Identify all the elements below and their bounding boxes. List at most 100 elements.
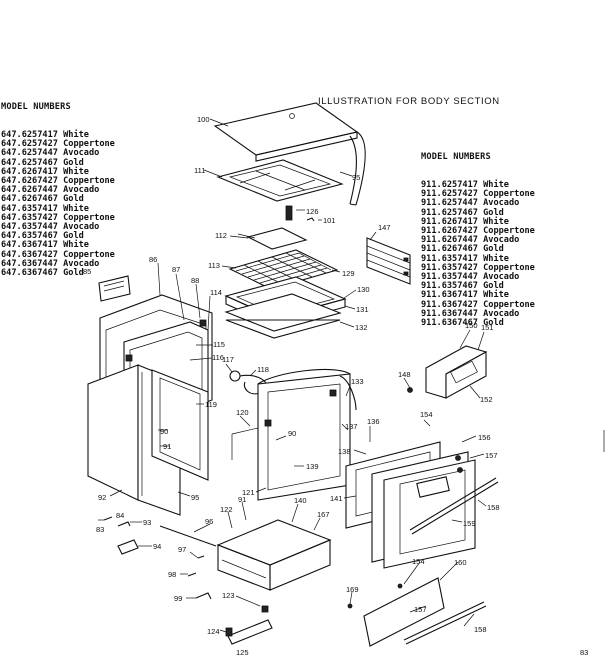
label-147: 147 xyxy=(378,223,391,232)
model-color: Coppertone xyxy=(483,189,535,200)
bracket-94 xyxy=(117,539,139,555)
element-terminal-part xyxy=(285,205,293,221)
broiler-pan-set xyxy=(224,276,347,339)
label-91-lower: 91 xyxy=(238,495,246,504)
model-row: 911.6257447 Avocado xyxy=(421,199,535,208)
upper-panel xyxy=(216,159,344,202)
label-136: 136 xyxy=(367,417,380,426)
label-169: 169 xyxy=(346,585,359,594)
model-row: 647.6357427 Coppertone xyxy=(1,212,115,223)
model-number: 911.6367467 xyxy=(421,318,478,329)
oven-door xyxy=(345,441,476,569)
label-123: 123 xyxy=(222,591,235,600)
model-number: 911.6367427 xyxy=(421,299,478,310)
top-cover xyxy=(213,102,366,206)
model-number: 911.6257447 xyxy=(421,198,478,209)
model-color: White xyxy=(63,130,89,141)
model-color: Coppertone xyxy=(63,176,115,187)
model-color: Avocado xyxy=(63,258,100,269)
model-number: 911.6357417 xyxy=(421,253,478,264)
page-title: ILLUSTRATION FOR BODY SECTION xyxy=(318,96,500,107)
label-99: 99 xyxy=(174,594,182,603)
model-number: 647.6257467 xyxy=(1,157,58,168)
model-number: 647.6357467 xyxy=(1,231,58,242)
model-number: 911.6367417 xyxy=(421,290,478,301)
label-157-lower: 157 xyxy=(414,605,427,614)
model-row: 911.6267447 Avocado xyxy=(421,236,535,245)
model-row: 647.6257447 Avocado xyxy=(1,149,115,158)
model-number: 647.6257447 xyxy=(1,148,58,159)
model-number: 911.6357447 xyxy=(421,272,478,283)
label-92: 92 xyxy=(98,493,106,502)
label-95-lower: 95 xyxy=(191,493,199,502)
model-row: 911.6367447 Avocado xyxy=(421,308,535,319)
model-number: 647.6267417 xyxy=(1,166,58,177)
label-167: 167 xyxy=(317,510,330,519)
model-row: 911.6357447 Avocado xyxy=(421,272,535,283)
model-number: 911.6257427 xyxy=(421,189,478,200)
model-color: Gold xyxy=(483,244,504,255)
model-row: 647.6357467 Gold xyxy=(1,232,115,241)
model-number: 911.6367447 xyxy=(421,308,478,319)
thermostat-knob xyxy=(229,370,241,382)
label-156: 156 xyxy=(478,433,491,442)
screw-part xyxy=(306,217,315,222)
label-154: 154 xyxy=(420,410,433,419)
drawer-rail xyxy=(159,525,217,547)
label-139: 139 xyxy=(306,462,319,471)
model-row: 647.6367417 White xyxy=(1,241,115,250)
label-113: 113 xyxy=(208,261,220,270)
label-95: 95 xyxy=(352,173,360,182)
model-color: Avocado xyxy=(63,148,100,159)
label-151: 151 xyxy=(481,323,494,332)
model-color: White xyxy=(483,216,509,227)
label-120: 120 xyxy=(236,408,249,417)
label-154-lower: 154 xyxy=(412,557,425,566)
model-color: White xyxy=(483,290,509,301)
label-158-lower: 158 xyxy=(474,625,487,634)
model-row: 911.6267467 Gold xyxy=(421,245,535,254)
label-90-right: 90 xyxy=(288,429,296,438)
model-row: 911.6357467 Gold xyxy=(421,282,535,291)
model-color: Avocado xyxy=(483,272,520,283)
model-color: Coppertone xyxy=(63,212,115,223)
model-row: 647.6257427 Coppertone xyxy=(1,140,115,149)
clip-123 xyxy=(261,605,269,613)
model-list-right-header: MODEL NUMBERS xyxy=(421,152,491,163)
kick-panel xyxy=(363,577,445,647)
control-knob-part xyxy=(407,387,413,393)
model-color: Avocado xyxy=(483,235,520,246)
model-number: 647.6257427 xyxy=(1,139,58,150)
label-93: 93 xyxy=(143,518,151,527)
label-150: 150 xyxy=(465,321,478,330)
vent-grille xyxy=(366,237,411,285)
label-94: 94 xyxy=(153,542,161,551)
model-number: 911.6267447 xyxy=(421,235,478,246)
model-color: Coppertone xyxy=(483,226,535,237)
model-row: 647.6257467 Gold xyxy=(1,157,115,168)
model-row: 911.6257467 Gold xyxy=(421,208,535,218)
label-137: 137 xyxy=(345,422,358,431)
model-row: 911.6357417 White xyxy=(421,253,535,264)
label-111: 111 xyxy=(194,166,205,175)
label-118: 118 xyxy=(257,365,269,374)
model-color: White xyxy=(63,203,89,214)
label-159: 159 xyxy=(463,519,476,528)
model-number: 911.6357467 xyxy=(421,281,478,292)
label-129: 129 xyxy=(342,269,355,278)
oven-door-frame xyxy=(231,368,357,501)
model-row: 647.6357417 White xyxy=(1,203,115,214)
label-117: 117 xyxy=(222,355,234,364)
model-number: 647.6367447 xyxy=(1,258,58,269)
model-row: 647.6367427 Coppertone xyxy=(1,250,115,260)
side-panel-left xyxy=(87,364,139,501)
label-100: 100 xyxy=(197,115,210,124)
label-85: 85 xyxy=(83,267,91,276)
label-130: 130 xyxy=(357,285,370,294)
model-number: 911.6267417 xyxy=(421,216,478,227)
label-91: 91 xyxy=(163,442,171,451)
